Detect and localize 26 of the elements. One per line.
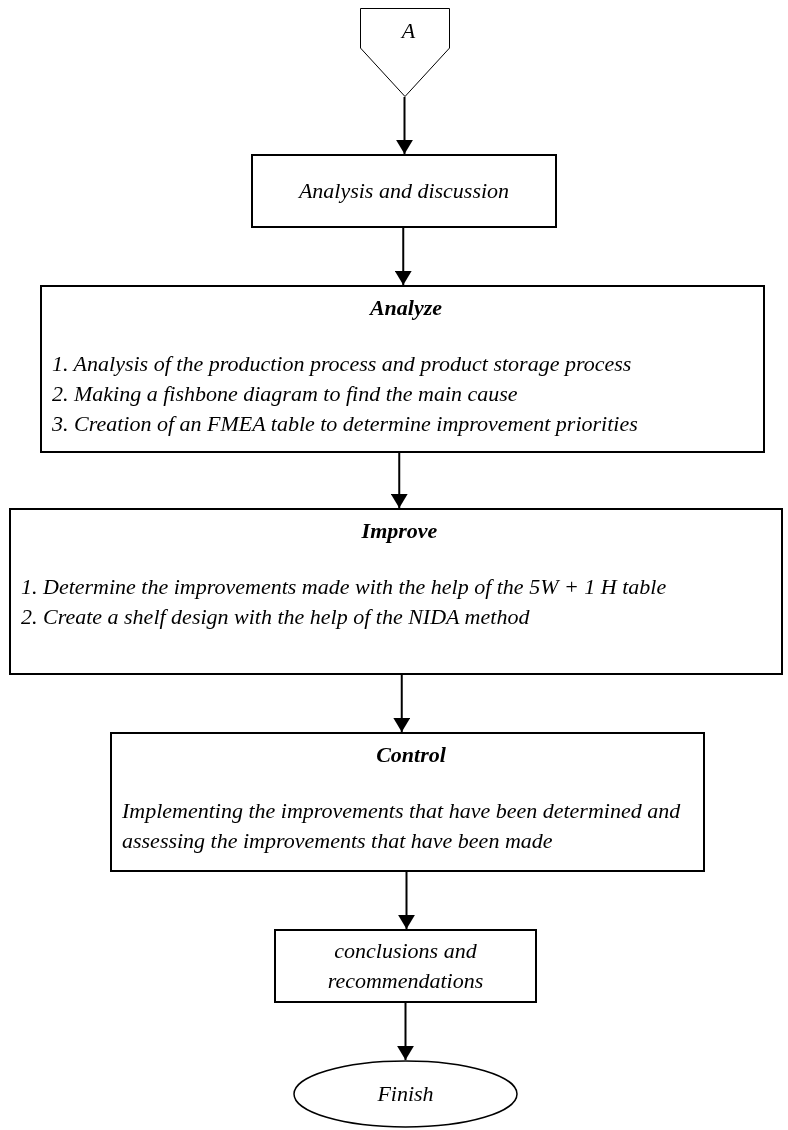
arrow [394, 227, 412, 286]
process-box [40, 285, 765, 453]
box-heading: Improve [360, 518, 439, 544]
process-box [9, 508, 783, 675]
arrow [397, 1002, 414, 1061]
terminator-ellipse [293, 1060, 518, 1128]
process-box [110, 732, 705, 872]
box-text: 1. Analysis of the production process and product storage process [52, 350, 633, 378]
process-box [274, 929, 537, 1003]
node-label: Analysis and discussion [297, 177, 511, 205]
off-page-connector [360, 8, 450, 97]
arrow [398, 871, 415, 930]
box-text: 3. Creation of an FMEA table to determine improvement priorities [52, 410, 639, 438]
node-label: A [399, 17, 417, 45]
box-text: 1. Determine the improvements made with the help of the 5W + 1 H table [21, 573, 668, 601]
box-heading: Analyze [368, 295, 444, 321]
arrow [390, 452, 408, 509]
box-heading: Control [375, 742, 447, 768]
box-text: 2. Making a fishbone diagram to find the main cause [52, 380, 519, 408]
process-box [251, 154, 557, 228]
node-label: conclusions and recommendations [326, 937, 485, 995]
arrow [393, 674, 411, 733]
node-label: Finish [376, 1080, 435, 1108]
box-text: Implementing the improvements that have been determined and assessing the improvements that have been made [122, 797, 682, 855]
box-text: 2. Create a shelf design with the help of the NIDA method [21, 603, 531, 631]
arrow [396, 96, 413, 155]
